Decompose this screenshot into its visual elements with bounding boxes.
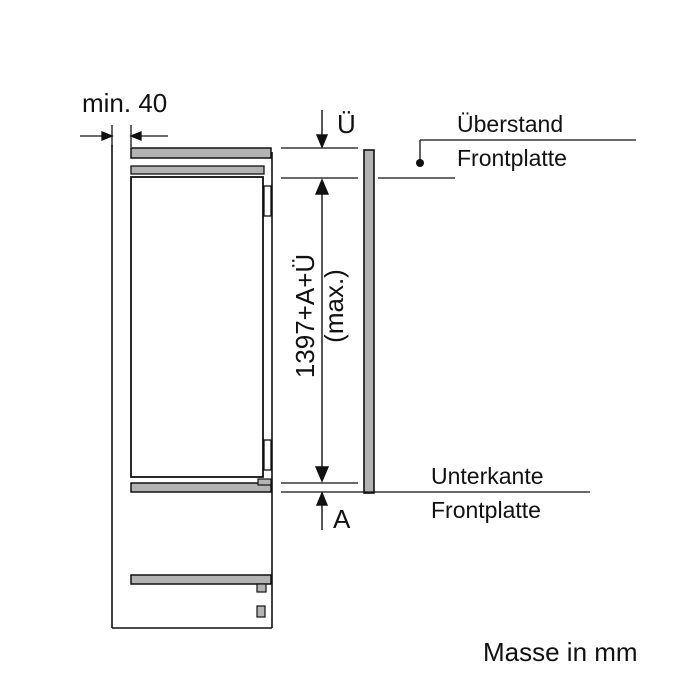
reference-lines: [281, 139, 636, 493]
top-shelf: [130, 147, 272, 159]
lower-edge-title-line1: Unterkante: [431, 463, 544, 489]
bottom-shelf-cap: [256, 583, 267, 593]
overhang-title-line2: Frontplatte: [457, 145, 567, 171]
overhang-marker-label: Ü: [337, 109, 356, 139]
overhang-arrow: [315, 110, 329, 149]
cabinet-niche: [111, 145, 273, 629]
units-note: Masse in mm: [483, 637, 638, 667]
top-shelf-lip: [130, 165, 265, 175]
min-gap-label: min. 40: [82, 88, 167, 118]
door-hinge-lower: [263, 439, 272, 471]
bottom-marker-label: A: [333, 504, 351, 534]
min-gap-dimension: [80, 125, 168, 147]
height-dimension-arrow: [314, 178, 330, 483]
front-panel: [363, 149, 375, 494]
appliance-body: [130, 176, 264, 478]
foot-block: [256, 605, 266, 618]
overhang-title-line1: Überstand: [457, 111, 563, 137]
overhang-leader-dot: [416, 159, 424, 167]
door-hinge: [263, 185, 272, 217]
lower-edge-title-line2: Frontplatte: [431, 497, 541, 523]
bottom-arrow: [315, 491, 329, 530]
height-label-line1: 1397+A+Ü: [290, 254, 320, 378]
bottom-shelf: [130, 574, 272, 585]
lower-shelf-cap: [257, 478, 272, 486]
height-label-line2: (max.): [319, 269, 349, 343]
lower-shelf: [130, 482, 272, 493]
